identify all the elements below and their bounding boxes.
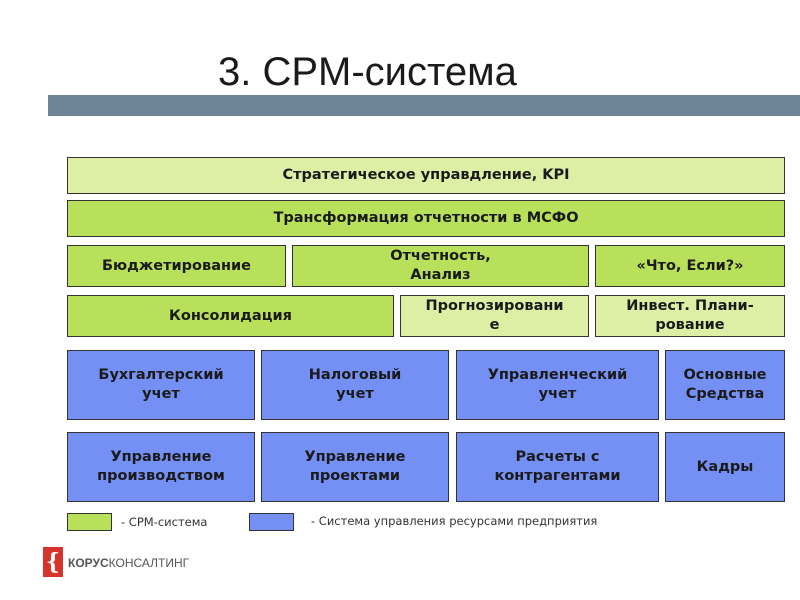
box-management-accounting: Управленческий учет	[456, 350, 659, 420]
legend-swatch-erp	[249, 513, 294, 531]
box-production-management: Управление производством	[67, 432, 255, 502]
box-strategic-management: Стратегическое управдление, KPI	[67, 157, 785, 194]
box-accounting: Бухгалтерский учет	[67, 350, 255, 420]
logo-text-part-b: КОНСАЛТИНГ	[108, 556, 190, 570]
box-ifrs-transformation: Трансформация отчетности в МСФО	[67, 200, 785, 237]
legend-label-cpm: - CPM-система	[121, 515, 208, 529]
korus-logo-text: КОРУСКОНСАЛТИНГ	[68, 556, 189, 570]
legend-label-erp: - Система управления ресурсами предприят…	[311, 514, 598, 528]
box-counterparty-settlements: Расчеты с контрагентами	[456, 432, 659, 502]
box-budgeting: Бюджетирование	[67, 245, 286, 287]
box-consolidation: Консолидация	[67, 295, 394, 337]
box-investment-planning: Инвест. Плани- рование	[595, 295, 785, 337]
box-tax-accounting: Налоговый учет	[261, 350, 449, 420]
page-title: 3. CPM-система	[218, 50, 517, 94]
box-fixed-assets: Основные Средства	[665, 350, 785, 420]
title-underline-bar	[48, 95, 800, 116]
logo-text-part-a: КОРУС	[68, 556, 109, 570]
korus-logo-mark: {	[43, 547, 63, 577]
legend-swatch-cpm	[67, 513, 112, 531]
box-what-if: «Что, Если?»	[595, 245, 785, 287]
box-project-management: Управление проектами	[261, 432, 449, 502]
box-reporting-analysis: Отчетность, Анализ	[292, 245, 589, 287]
box-forecasting: Прогнозировани е	[400, 295, 589, 337]
box-hr: Кадры	[665, 432, 785, 502]
